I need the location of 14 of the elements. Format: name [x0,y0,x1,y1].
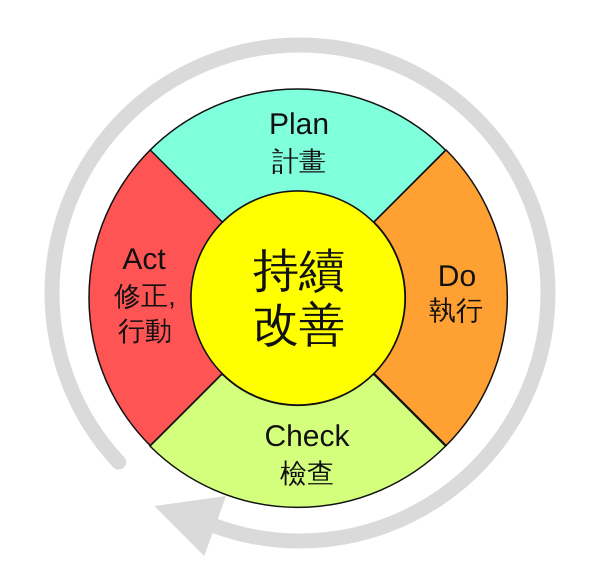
stage-title: Check [264,420,350,454]
stage-title: Plan [268,108,329,142]
stage-subtitle: 執行 [428,295,483,326]
center-circle [190,190,406,406]
stage-title: Act [122,242,166,278]
stage-subtitle: 計畫 [272,146,326,178]
center-title: 持續改善 [252,244,346,352]
ring-segment [149,88,447,224]
stage-title: Do [438,260,476,294]
ring-segment [372,149,508,447]
ring-segment [149,372,447,508]
ring-segment [88,149,224,447]
stage-subtitle: 檢查 [280,458,334,490]
stage-subtitle: 修正,行動 [113,280,177,348]
